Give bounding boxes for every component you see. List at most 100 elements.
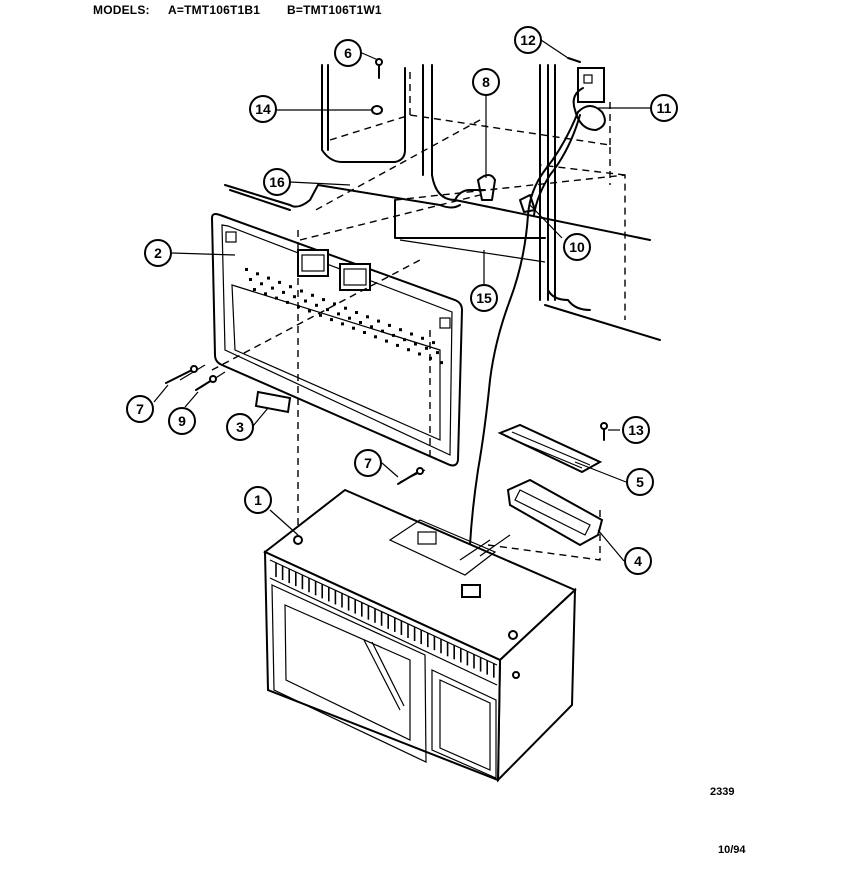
callout-14: 13 xyxy=(622,416,650,444)
svg-text:6: 6 xyxy=(344,45,352,61)
plate-hole xyxy=(374,335,377,339)
plate-hole xyxy=(300,289,303,293)
plate-hole xyxy=(432,341,435,345)
model-b: B=TMT106T1W1 xyxy=(287,3,382,17)
plate-hole xyxy=(293,295,296,299)
plate-hole xyxy=(271,286,274,290)
plate-hole xyxy=(282,290,285,294)
plate-hole xyxy=(436,351,439,355)
plate-hole xyxy=(359,321,362,324)
plate-hole xyxy=(311,293,314,297)
svg-text:11: 11 xyxy=(657,100,672,116)
plate-hole xyxy=(344,306,347,310)
date-code: 10/94 xyxy=(718,844,746,856)
plate-hole xyxy=(407,348,410,352)
svg-text:16: 16 xyxy=(269,174,285,190)
wall-cabinet-structure xyxy=(224,57,661,341)
plate-hole xyxy=(410,332,413,336)
callout-1: 1 xyxy=(244,486,272,514)
plate-hole xyxy=(260,282,263,286)
plate-hole xyxy=(256,272,259,276)
callout-3: 3 xyxy=(226,413,254,441)
callout-7-left: 7 xyxy=(126,395,154,423)
callout-8: 8 xyxy=(472,68,500,96)
plate-hole xyxy=(352,326,355,330)
plate-hole xyxy=(304,299,307,303)
plate-hole xyxy=(278,280,281,284)
plate-hole xyxy=(399,328,402,332)
mounting-plate xyxy=(210,213,464,467)
plate-hole xyxy=(425,346,428,350)
svg-text:8: 8 xyxy=(482,74,490,90)
plate-hole xyxy=(267,276,270,280)
svg-text:2: 2 xyxy=(154,245,162,261)
plate-hole xyxy=(289,285,292,289)
svg-text:13: 13 xyxy=(628,422,644,438)
plate-hole xyxy=(388,323,391,327)
callout-13: 14 xyxy=(249,95,277,123)
plate-hole xyxy=(253,288,256,291)
plate-hole xyxy=(333,302,336,306)
callout-9: 9 xyxy=(168,407,196,435)
svg-text:7: 7 xyxy=(136,401,144,417)
callout-15: 15 xyxy=(470,284,498,312)
plate-hole-pattern xyxy=(245,268,443,365)
alignment-lines xyxy=(179,119,601,561)
plate-hole xyxy=(396,343,399,347)
plate-hole xyxy=(355,311,358,314)
plate-hole xyxy=(286,300,289,304)
plate-hole xyxy=(249,278,252,281)
callout-12: 12 xyxy=(514,26,542,54)
model-a: A=TMT106T1B1 xyxy=(168,3,261,17)
callout-5: 5 xyxy=(626,468,654,496)
svg-text:9: 9 xyxy=(178,413,186,429)
svg-text:1: 1 xyxy=(254,492,262,508)
plate-hole xyxy=(414,342,417,346)
plate-hole xyxy=(319,313,322,317)
callout-16: 16 xyxy=(263,168,291,196)
vent-grille xyxy=(275,563,495,678)
plate-hole xyxy=(326,308,329,312)
plate-hole xyxy=(264,292,267,296)
svg-text:3: 3 xyxy=(236,419,244,435)
plate-hole xyxy=(403,338,406,342)
plate-hole xyxy=(385,339,388,343)
svg-text:12: 12 xyxy=(520,32,536,48)
plate-hole xyxy=(341,322,344,326)
callout-6: 6 xyxy=(334,39,362,67)
svg-text:15: 15 xyxy=(476,290,492,306)
plate-hole xyxy=(370,325,373,329)
plate-hole xyxy=(337,312,340,316)
plate-hole xyxy=(308,309,311,313)
callout-11: 11 xyxy=(650,94,678,122)
leader-lines xyxy=(153,39,650,562)
models-label: MODELS: xyxy=(93,3,150,17)
plate-hole xyxy=(275,296,278,300)
microwave-oven xyxy=(263,488,577,783)
plate-hole xyxy=(440,361,443,365)
callout-2: 2 xyxy=(144,239,172,267)
svg-text:7: 7 xyxy=(364,455,372,471)
plate-hole xyxy=(421,336,424,340)
diagram-code: 2339 xyxy=(710,786,735,798)
callout-7-right: 7 xyxy=(354,449,382,477)
plate-hole xyxy=(348,316,351,320)
plate-hole xyxy=(392,333,395,337)
small-parts xyxy=(165,58,608,547)
plate-hole xyxy=(366,315,369,319)
svg-text:4: 4 xyxy=(634,553,642,569)
plate-hole xyxy=(418,352,421,356)
plate-hole xyxy=(330,318,333,322)
svg-text:14: 14 xyxy=(255,101,271,117)
plate-hole xyxy=(363,331,366,334)
plate-hole xyxy=(315,303,318,307)
plate-hole xyxy=(381,329,384,333)
plate-hole xyxy=(377,319,380,323)
plate-hole xyxy=(322,298,325,302)
svg-text:10: 10 xyxy=(569,239,585,255)
plate-hole xyxy=(245,268,248,271)
callout-4: 4 xyxy=(624,547,652,575)
callout-10: 10 xyxy=(563,233,591,261)
svg-text:5: 5 xyxy=(636,474,644,490)
